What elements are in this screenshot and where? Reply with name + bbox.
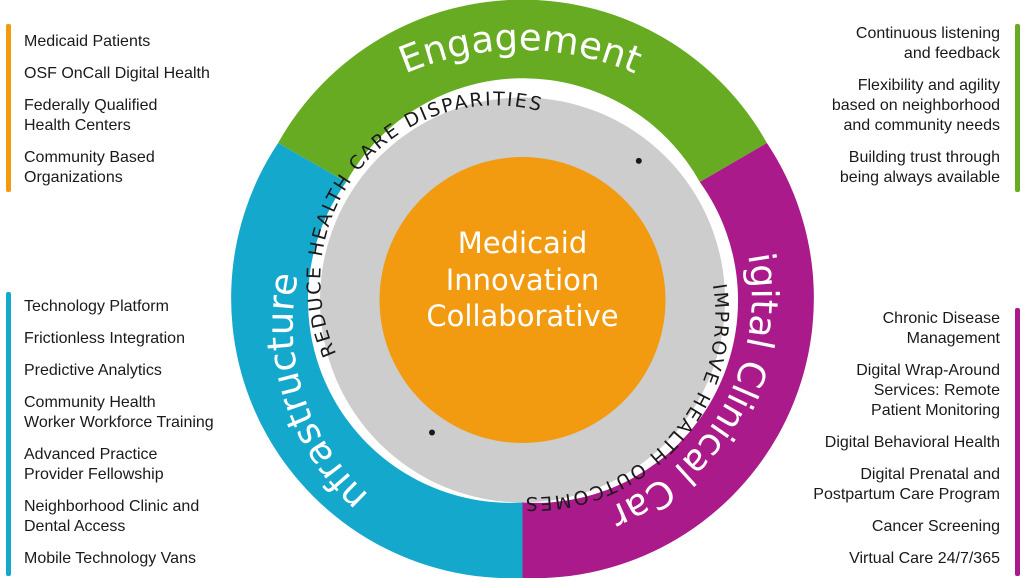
- partners-list: Medicaid Patients OSF OnCall Digital Hea…: [24, 32, 210, 200]
- list-item: Building trust through being always avai…: [839, 149, 1000, 186]
- center-circle: [379, 157, 666, 443]
- list-item: Flexibility and agility based on neighbo…: [831, 77, 1000, 134]
- list-item: Digital Behavioral Health: [824, 434, 1000, 451]
- list-item: Federally Qualified Health Centers: [24, 97, 158, 134]
- list-item: Frictionless Integration: [24, 330, 185, 347]
- list-item: Digital Prenatal and Postpartum Care Pro…: [813, 466, 1000, 503]
- list-item: Chronic Disease Management: [882, 310, 1000, 347]
- right-bottom-accent-bar: [1015, 308, 1020, 576]
- left-top-accent-bar: [6, 24, 11, 192]
- list-item: Community Health Worker Workforce Traini…: [24, 394, 214, 431]
- infrastructure-list: Technology Platform Frictionless Integra…: [24, 297, 214, 581]
- digital-care-segment: [522, 143, 814, 578]
- list-item: Mobile Technology Vans: [24, 550, 196, 567]
- right-top-accent-bar: [1015, 24, 1020, 192]
- list-item: Cancer Screening: [871, 518, 1000, 535]
- left-bottom-accent-bar: [6, 292, 11, 576]
- list-item: Virtual Care 24/7/365: [849, 550, 1000, 567]
- engagement-list: Continuous listening and feedback Flexib…: [832, 24, 1000, 200]
- list-item: OSF OnCall Digital Health: [24, 65, 210, 82]
- list-item: Community Based Organizations: [24, 149, 155, 186]
- list-item: Digital Wrap-Around Services: Remote Pat…: [856, 362, 1000, 419]
- list-item: Neighborhood Clinic and Dental Access: [24, 498, 200, 535]
- list-item: Medicaid Patients: [24, 33, 151, 50]
- list-item: Technology Platform: [24, 298, 169, 315]
- ring-dot-separator: [429, 429, 435, 436]
- ring-dot-separator: [635, 157, 642, 164]
- center-title-line3: Collaborative: [426, 299, 618, 333]
- list-item: Advanced Practice Provider Fellowship: [24, 446, 164, 483]
- engagement-segment: [278, 0, 767, 182]
- digital-care-list: Chronic Disease Management Digital Wrap-…: [813, 309, 1000, 581]
- center-title-line1: Medicaid: [458, 226, 588, 260]
- list-item: Continuous listening and feedback: [855, 25, 1000, 62]
- center-title-line2: Innovation: [446, 263, 600, 297]
- list-item: Predictive Analytics: [24, 362, 162, 379]
- infrastructure-segment: [231, 143, 523, 578]
